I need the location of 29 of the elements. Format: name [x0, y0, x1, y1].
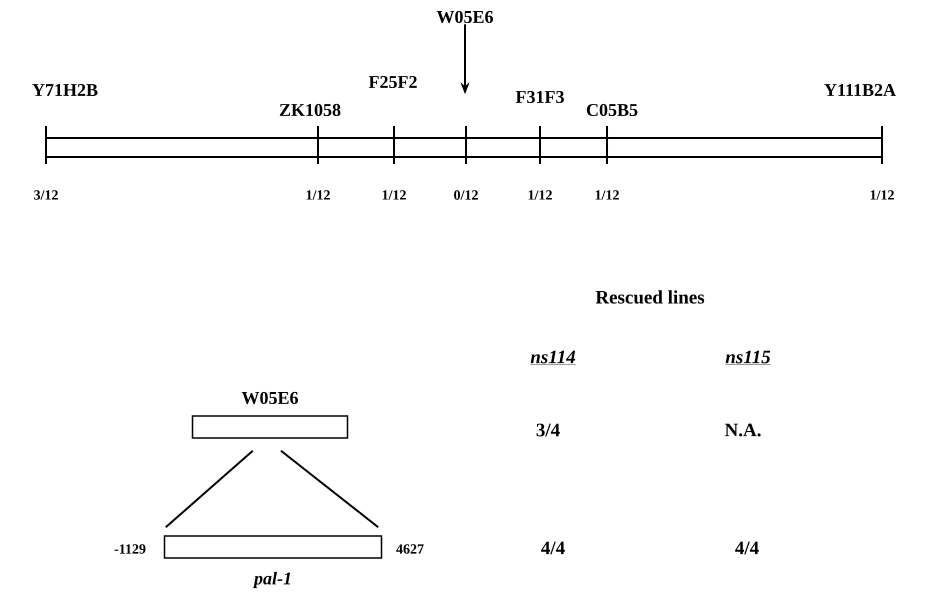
clone-label: F31F3	[516, 90, 564, 104]
table-cell: N.A.	[724, 424, 761, 436]
fraction-label: 1/12	[528, 190, 552, 200]
clone-label: Y111B2A	[824, 84, 896, 96]
connector-line	[165, 450, 254, 528]
fraction-label: 0/12	[454, 190, 478, 200]
fraction-label: 1/12	[596, 190, 619, 200]
node-label: W05E6	[242, 392, 298, 404]
table-cell: 4/4	[735, 542, 759, 554]
column-heading: ns114	[530, 350, 576, 365]
clone-label: ZK1058	[280, 104, 340, 116]
gene-box: pal-1	[164, 535, 382, 588]
table-cell: 4/4	[541, 542, 565, 554]
node-label: pal-1	[252, 572, 290, 588]
fraction-label: 1/12	[870, 190, 894, 200]
clone-label: F25F2	[368, 76, 417, 88]
coordinate-label: -1129	[114, 544, 146, 554]
clone-label: Y71H2B	[32, 84, 98, 96]
clone-label: W05E6	[436, 10, 493, 24]
connector-line	[280, 450, 379, 528]
table-cell: 3/4	[536, 424, 560, 436]
fraction-label: 3/12	[34, 190, 58, 200]
column-heading: ns115	[725, 350, 771, 365]
table-heading: Rescued lines	[596, 290, 704, 304]
clone-box: W05E6	[192, 392, 348, 439]
fraction-label: 1/12	[382, 190, 406, 200]
coordinate-label: 4627	[396, 544, 424, 554]
clone-label: C05B5	[586, 104, 638, 116]
fraction-label: 1/12	[306, 190, 330, 200]
